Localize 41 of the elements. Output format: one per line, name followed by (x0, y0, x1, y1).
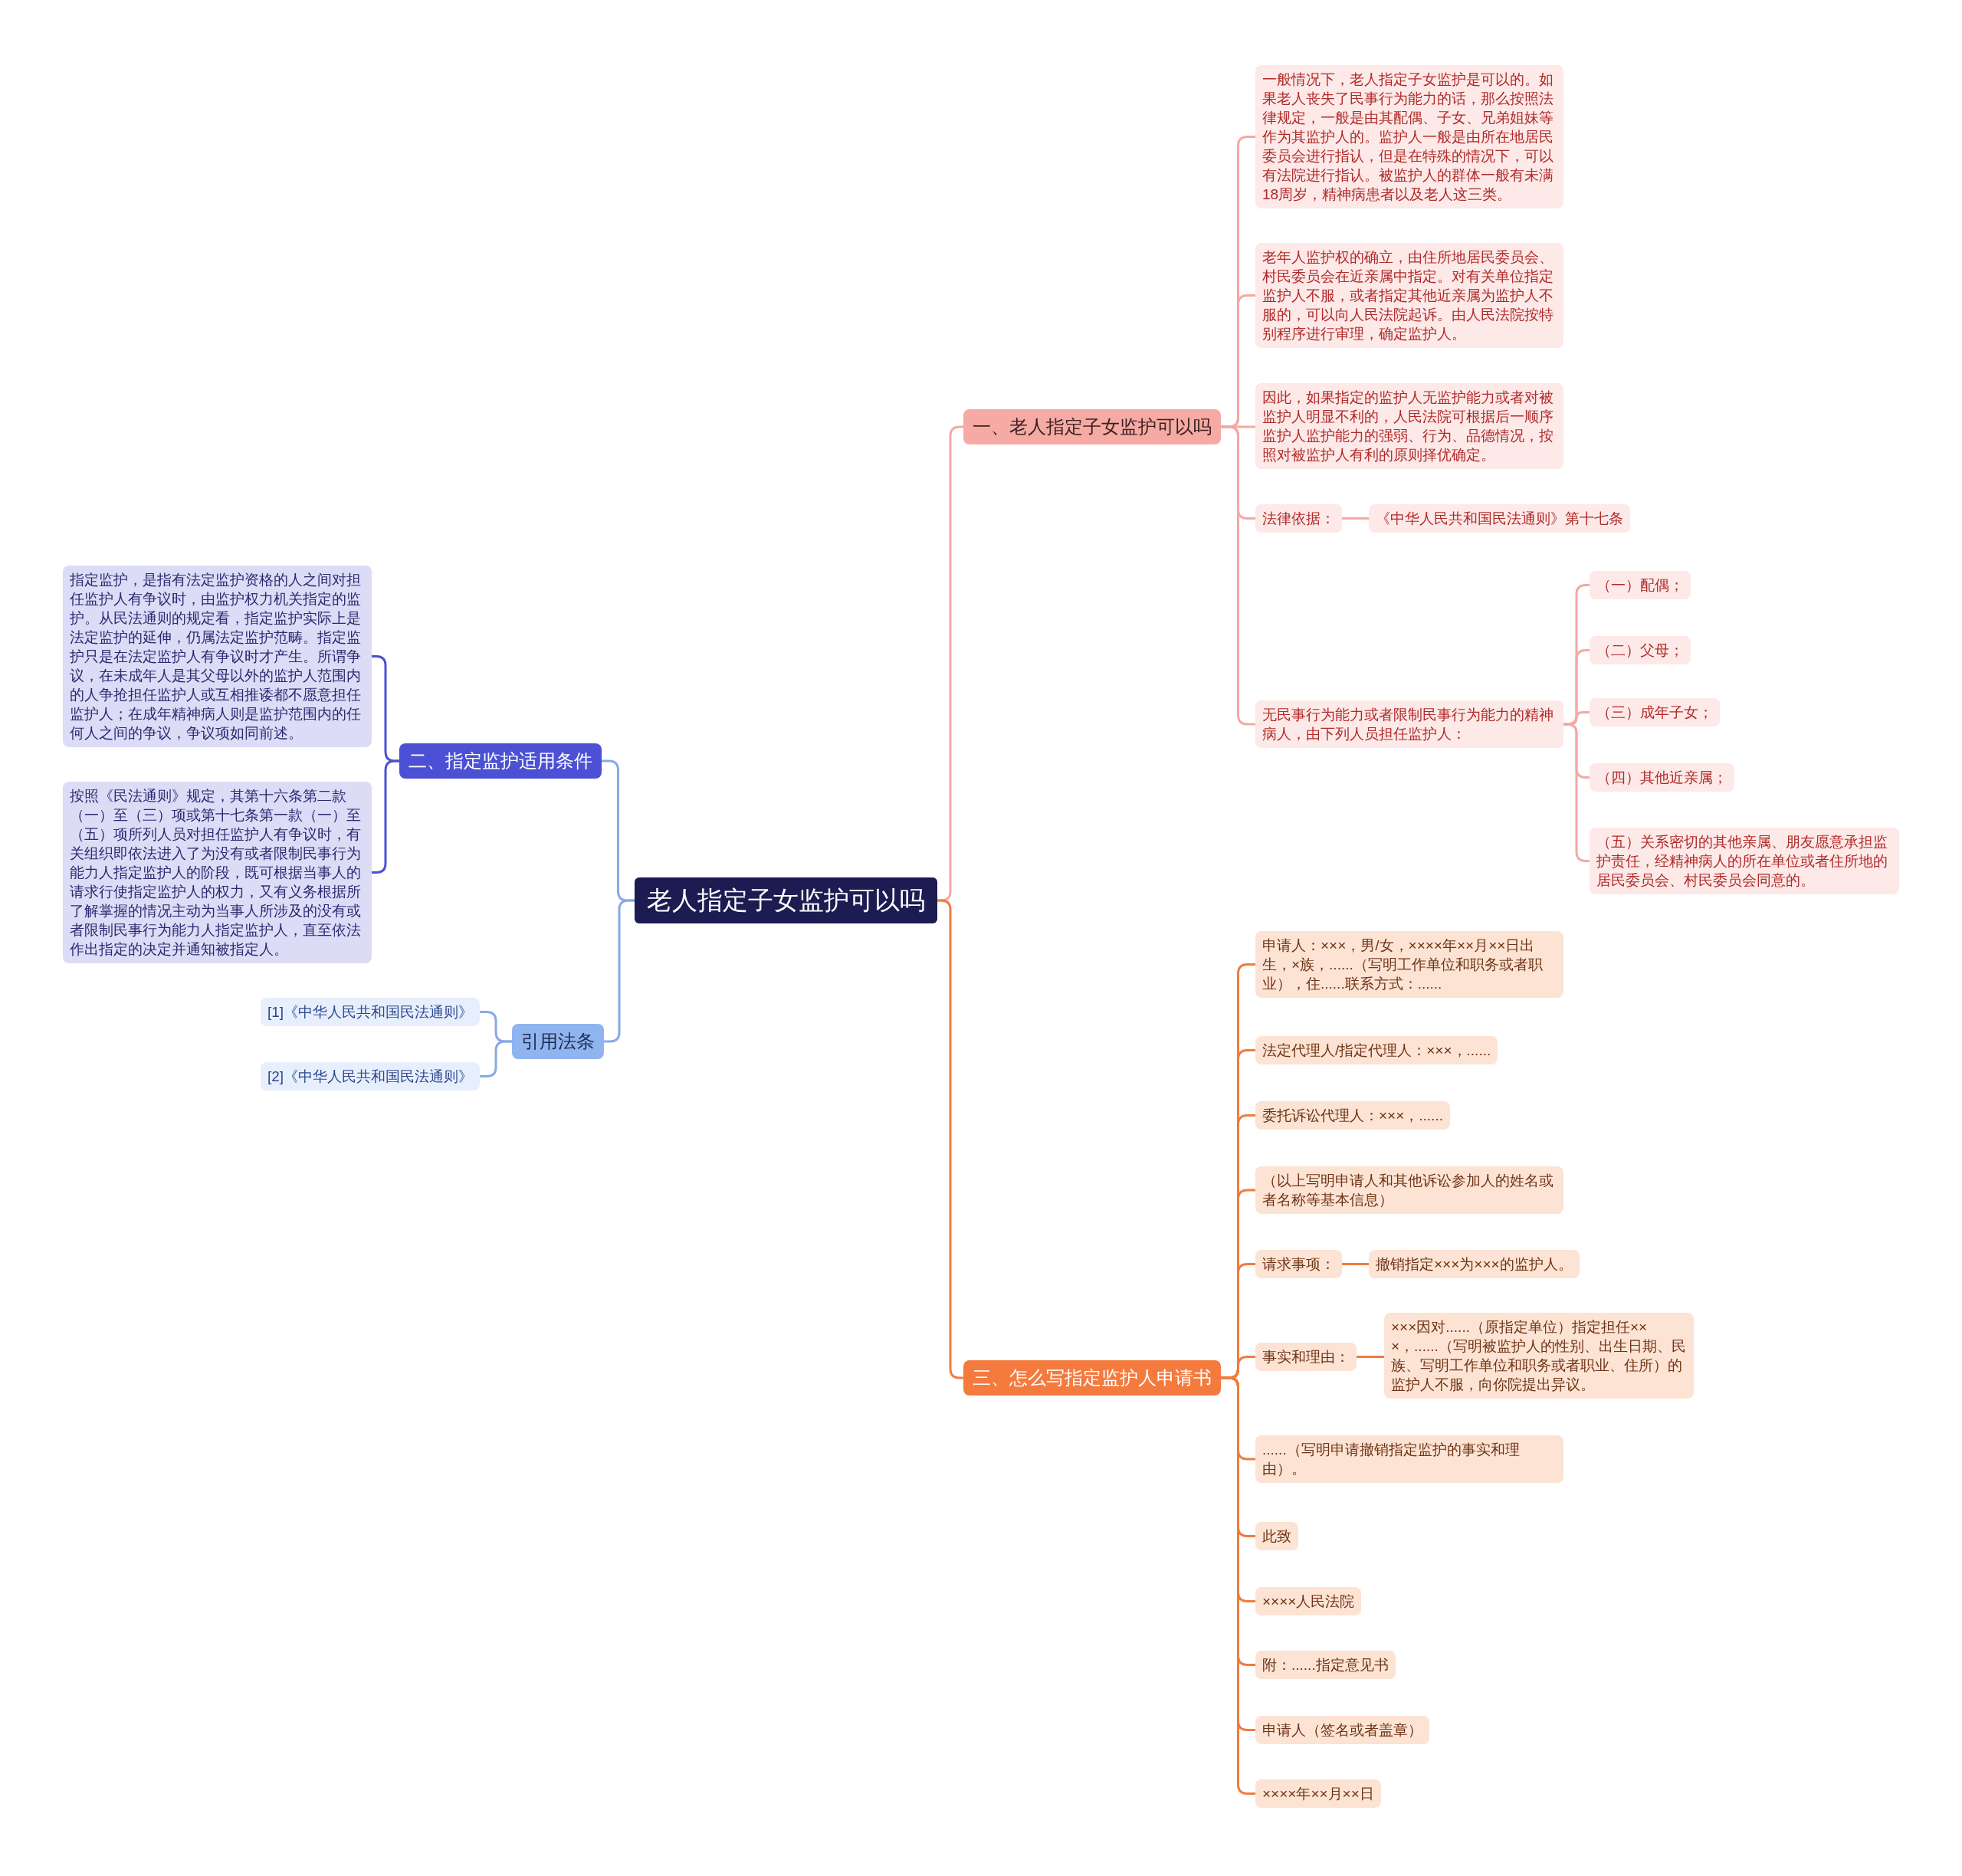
subtopic-box: 《中华人民共和国民法通则》第十七条 (1369, 504, 1630, 533)
branch-topic: 引用法条 (512, 1024, 604, 1059)
branch-topic: 三、怎么写指定监护人申请书 (963, 1360, 1221, 1396)
text-card: 因此，如果指定的监护人无监护能力或者对被监护人明显不利的，人民法院可根据后一顺序监护人监护能力的强弱、行为、品德情况，按照对被监护人有利的原则择优确定。 (1255, 383, 1563, 469)
connector-line (1342, 517, 1369, 520)
connector-line (1342, 1263, 1369, 1265)
text-card: 按照《民法通则》规定，其第十六条第二款（一）至（三）项或第十七条第一款（一）至（五）项所列人员对担任监护人有争议时，有关组织即依法进入了为没有或者限制民事行为能力人指定监护人的阶段，既可根据当事人的请求行使指定监护人的权力，又有义务根据所了解掌握的情况主动为当事人所涉及的没有或者限制民事行为能力人指定监护人，直至依法作出指定的决定并通知被指定人。 (63, 782, 372, 963)
subtopic-box: 此致 (1255, 1522, 1298, 1550)
central-topic: 老人指定子女监护可以吗 (635, 877, 937, 923)
connector-line (1357, 1356, 1384, 1358)
subtopic-box: ××××年××月××日 (1255, 1779, 1381, 1808)
text-card: 申请人：×××，男/女，××××年××月××日出生，×族，......（写明工作单位和职务或者职业），住......联系方式：...... (1255, 931, 1563, 998)
subtopic-box: ××××人民法院 (1255, 1587, 1362, 1615)
text-card: ......（写明申请撤销指定监护的事实和理由）。 (1255, 1435, 1563, 1483)
text-card: （以上写明申请人和其他诉讼参加人的姓名或者名称等基本信息） (1255, 1166, 1563, 1214)
connector-line (372, 759, 399, 874)
subtopic-box: （三）成年子女； (1590, 698, 1720, 726)
text-card: （五）关系密切的其他亲属、朋友愿意承担监护责任，经精神病人的所在单位或者住所地的居民委员会、村民委员会同意的。 (1590, 828, 1899, 894)
text-card: 一般情况下，老人指定子女监护是可以的。如果老人丧失了民事行为能力的话，那么按照法律规定，一般是由其配偶、子女、兄弟姐妹等作为其监护人的。监护人一般是由所在地居民委员会进行指认，但是在特殊的情况下，可以有法院进行指认。被监护人的群体一般有未满18周岁，精神病患者以及老人这三类。 (1255, 65, 1563, 208)
subtopic-box: 法定代理人/指定代理人：×××，...... (1255, 1036, 1498, 1064)
subtopic-box: （一）配偶； (1590, 571, 1691, 599)
branch-topic: 一、老人指定子女监护可以吗 (963, 409, 1221, 444)
subtopic-box: [1]《中华人民共和国民法通则》 (261, 998, 481, 1026)
text-card: 指定监护，是指有法定监护资格的人之间对担任监护人有争议时，由监护权力机关指定的监护。从民法通则的规定看，指定监护实际上是法定监护的延伸，仍属法定监护范畴。指定监护只是在法定监护人有争议时才产生。所谓争议，在未成年人是其父母以外的监护人范围内的人争抢担任监护人或互相推诿都不愿意担任监护人；在成年精神病人则是监护范围内的任何人之间的争议，争议项如同前述。 (63, 566, 372, 747)
connector-line (480, 1040, 512, 1077)
text-card: ×××因对......（原指定单位）指定担任×××，......（写明被监护人的性别、出生日期、民族、写明工作单位和职务或者职业、住所）的监护人不服，向你院提出异议。 (1384, 1313, 1694, 1399)
subtopic-box: （四）其他近亲属； (1590, 763, 1734, 792)
subtopic-box: 请求事项： (1255, 1250, 1342, 1278)
subtopic-box: 撤销指定×××为×××的监护人。 (1369, 1250, 1580, 1278)
subtopic-box: 委托诉讼代理人：×××，...... (1255, 1101, 1450, 1130)
branch-topic: 二、指定监护适用条件 (399, 743, 602, 779)
subtopic-box: 申请人（签名或者盖章） (1255, 1716, 1429, 1744)
connector-line (604, 899, 635, 1043)
text-card: 老年人监护权的确立，由住所地居民委员会、村民委员会在近亲属中指定。对有关单位指定监护人不服，或者指定其他近亲属为监护人不服的，可以向人民法院起诉。由人民法院按特别程序进行审理，确定监护人。 (1255, 243, 1563, 348)
subtopic-box: 法律依据： (1255, 504, 1342, 533)
subtopic-box: [2]《中华人民共和国民法通则》 (261, 1062, 481, 1091)
subtopic-box: 事实和理由： (1255, 1343, 1357, 1371)
subtopic-box: 附：......指定意见书 (1255, 1651, 1396, 1679)
subtopic-box: （二）父母； (1590, 636, 1691, 664)
text-card: 无民事行为能力或者限制民事行为能力的精神病人，由下列人员担任监护人： (1255, 700, 1563, 748)
connector-line (1221, 425, 1255, 726)
